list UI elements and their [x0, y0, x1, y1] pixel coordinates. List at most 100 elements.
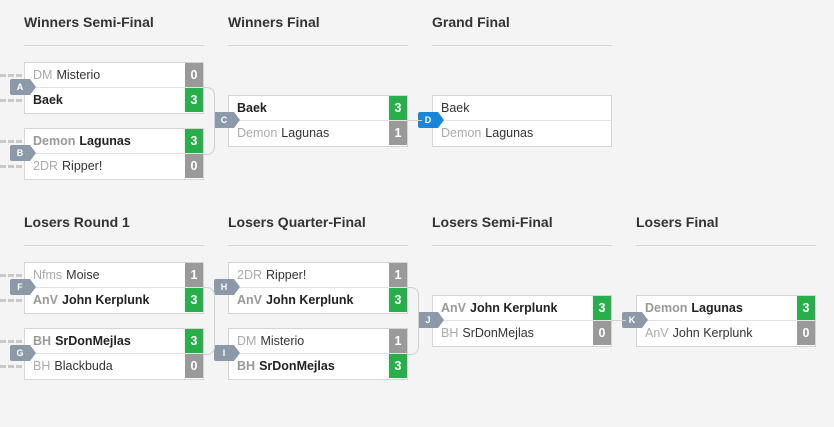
score-badge: 3 — [185, 88, 203, 112]
score-badge: 0 — [185, 354, 203, 378]
participant-name: Ripper! — [62, 159, 103, 173]
team-tag: Demon — [645, 301, 688, 315]
score-badge: 0 — [593, 321, 611, 345]
score-badge: 3 — [389, 96, 407, 120]
team-tag: BH — [33, 359, 51, 373]
team-tag: AnV — [33, 293, 58, 307]
round-title: Winners Semi-Final — [24, 14, 154, 30]
match-label-k[interactable]: K — [622, 312, 648, 328]
round-divider — [432, 245, 612, 246]
participant-name: Misterio — [56, 68, 101, 82]
team-tag: BH — [33, 334, 52, 348]
participant-name: John Kerplunk — [672, 326, 753, 340]
round-divider — [636, 245, 816, 246]
participant-name: SrDonMejlas — [55, 334, 131, 348]
participant-name: SrDonMejlas — [259, 359, 335, 373]
round-title: Losers Quarter-Final — [228, 214, 366, 230]
team-tag: Demon — [33, 134, 76, 148]
incoming-connector — [0, 99, 22, 102]
participant-row[interactable]: Baek — [433, 96, 611, 121]
score-badge: 0 — [185, 154, 203, 178]
incoming-connector — [0, 140, 22, 143]
round-divider — [432, 45, 612, 46]
match-label-h[interactable]: H — [214, 279, 240, 295]
round-title: Grand Final — [432, 14, 510, 30]
match-label-f[interactable]: F — [10, 279, 36, 295]
match-label-g[interactable]: G — [10, 345, 36, 361]
round-divider — [24, 45, 204, 46]
team-tag: 2DR — [237, 268, 263, 282]
participant-name: John Kerplunk — [266, 293, 354, 307]
match-label-c[interactable]: C — [214, 112, 240, 128]
team-tag: BH — [441, 326, 459, 340]
round-title: Losers Final — [636, 214, 719, 230]
participant-name: John Kerplunk — [470, 301, 558, 315]
round-divider — [24, 245, 204, 246]
match-label-d[interactable]: D — [418, 112, 444, 128]
connector-losers-r1 — [204, 287, 215, 355]
participant-name: Lagunas — [281, 126, 330, 140]
match-label-i[interactable]: I — [214, 345, 240, 361]
team-tag: AnV — [237, 293, 262, 307]
score-badge: 1 — [389, 329, 407, 353]
round-divider — [228, 245, 408, 246]
round-title: Losers Semi-Final — [432, 214, 553, 230]
connector-winners-semis — [204, 87, 215, 155]
score-badge: 0 — [185, 63, 203, 87]
participant-name: Moise — [66, 268, 100, 282]
team-tag: BH — [237, 359, 256, 373]
team-tag: AnV — [441, 301, 466, 315]
score-badge: 3 — [185, 329, 203, 353]
match-label-j[interactable]: J — [418, 312, 444, 328]
score-badge: 3 — [185, 129, 203, 153]
participant-row[interactable]: AnV John Kerplunk 3 — [433, 296, 611, 321]
score-badge: 3 — [593, 296, 611, 320]
match-label-a[interactable]: A — [10, 79, 36, 95]
team-tag: AnV — [645, 326, 669, 340]
participant-name: Baek — [441, 101, 470, 115]
connector-losers-semi — [612, 320, 626, 321]
participant-name: Lagunas — [485, 126, 534, 140]
incoming-connector — [0, 340, 22, 343]
score-badge: 1 — [389, 263, 407, 287]
team-tag: Demon — [441, 126, 482, 140]
participant-name: Lagunas — [691, 301, 743, 315]
round-title: Winners Final — [228, 14, 320, 30]
round-divider — [228, 45, 408, 46]
participant-name: Blackbuda — [54, 359, 113, 373]
match-label-b[interactable]: B — [10, 145, 36, 161]
incoming-connector — [0, 74, 22, 77]
connector-winners-final — [408, 120, 422, 121]
score-badge: 3 — [185, 288, 203, 312]
participant-name: Lagunas — [79, 134, 131, 148]
